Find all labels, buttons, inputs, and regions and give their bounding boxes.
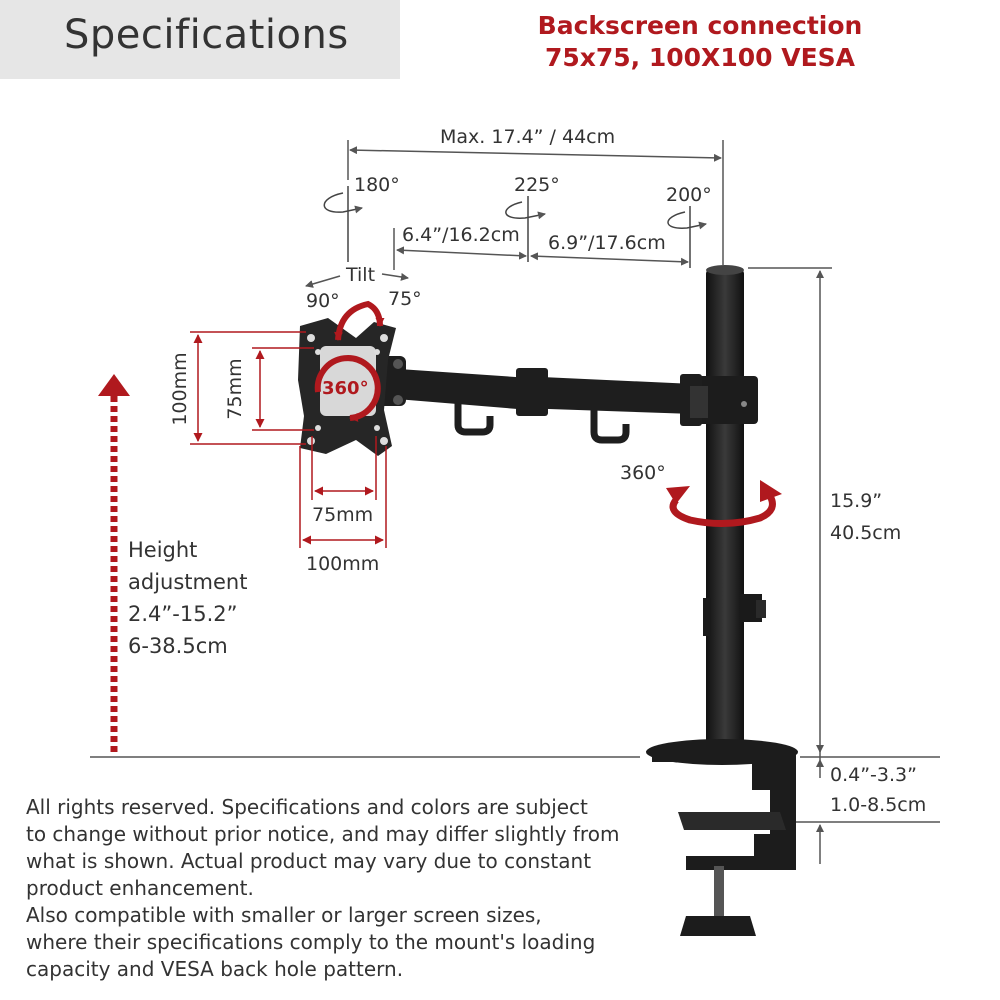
arm-dimensions (393, 228, 689, 270)
tilt-up-label: 75° (388, 288, 422, 310)
desk-clamp (646, 739, 798, 936)
arm-segment1-label: 6.4”/16.2cm (402, 224, 520, 246)
disclaimer-line: All rights reserved. Specifications and … (26, 795, 588, 819)
vesa-dimension-lines (190, 331, 387, 548)
tilt-arrows (305, 272, 409, 288)
vesa-note-line2: 75x75, 100X100 VESA (544, 43, 856, 72)
disclaimer-line: where their specifications comply to the… (26, 930, 596, 954)
rotation-225-label: 225° (514, 174, 560, 196)
vesa-height-75-label: 75mm (224, 358, 246, 420)
height-adjustment-line4: 6-38.5cm (128, 634, 228, 658)
disclaimer-line: Also compatible with smaller or larger s… (26, 903, 542, 927)
vesa-note-line1: Backscreen connection (537, 11, 863, 40)
max-reach-dimension (347, 140, 724, 265)
pole-height-dimension (748, 267, 940, 864)
tilt-down-label: 90° (306, 290, 340, 312)
height-adjustment-text: Height adjustment 2.4”-15.2” 6-38.5cm (128, 534, 247, 662)
clamp-range-in-label: 0.4”-3.3” (830, 764, 917, 786)
height-adjustment-line1: Height (128, 538, 198, 562)
tilt-label: Tilt (346, 264, 376, 286)
disclaimer-line: capacity and VESA back hole pattern. (26, 957, 404, 981)
vesa-note: Backscreen connection 75x75, 100X100 VES… (530, 10, 870, 74)
rotation-180-label: 180° (354, 174, 400, 196)
max-reach-label: Max. 17.4” / 44cm (440, 126, 616, 148)
disclaimer-line: product enhancement. (26, 876, 254, 900)
rotation-marker-180 (323, 186, 363, 262)
plate-rotation-arrow (314, 355, 381, 422)
header-banner: Specifications (0, 0, 400, 79)
rotation-marker-200 (667, 206, 707, 268)
height-adjustment-line3: 2.4”-15.2” (128, 602, 238, 626)
vesa-width-75-label: 75mm (312, 504, 374, 526)
cable-hook (590, 408, 630, 444)
pole-swivel-label: 360° (620, 462, 666, 484)
disclaimer: All rights reserved. Specifications and … (26, 794, 646, 983)
plate-rotation-label: 360° (322, 378, 369, 399)
rotation-marker-225 (505, 196, 546, 262)
arm (384, 368, 708, 426)
cable-hook (454, 402, 494, 436)
pole-height-in-label: 15.9” (830, 490, 883, 512)
arm-segment2-label: 6.9”/17.6cm (548, 232, 666, 254)
pole-swivel-arrow (669, 494, 776, 528)
page-title: Specifications (64, 12, 349, 58)
rotation-200-label: 200° (666, 184, 712, 206)
vesa-height-100-label: 100mm (169, 352, 191, 426)
disclaimer-line: what is shown. Actual product may vary d… (26, 849, 592, 873)
height-adjustment-line2: adjustment (128, 570, 248, 594)
disclaimer-line: to change without prior notice, and may … (26, 822, 620, 846)
pole-height-cm-label: 40.5cm (830, 522, 902, 544)
clamp-range-cm-label: 1.0-8.5cm (830, 794, 927, 816)
vesa-width-100-label: 100mm (306, 553, 380, 575)
tilt-red-arrow (334, 300, 385, 341)
pole (706, 268, 744, 758)
